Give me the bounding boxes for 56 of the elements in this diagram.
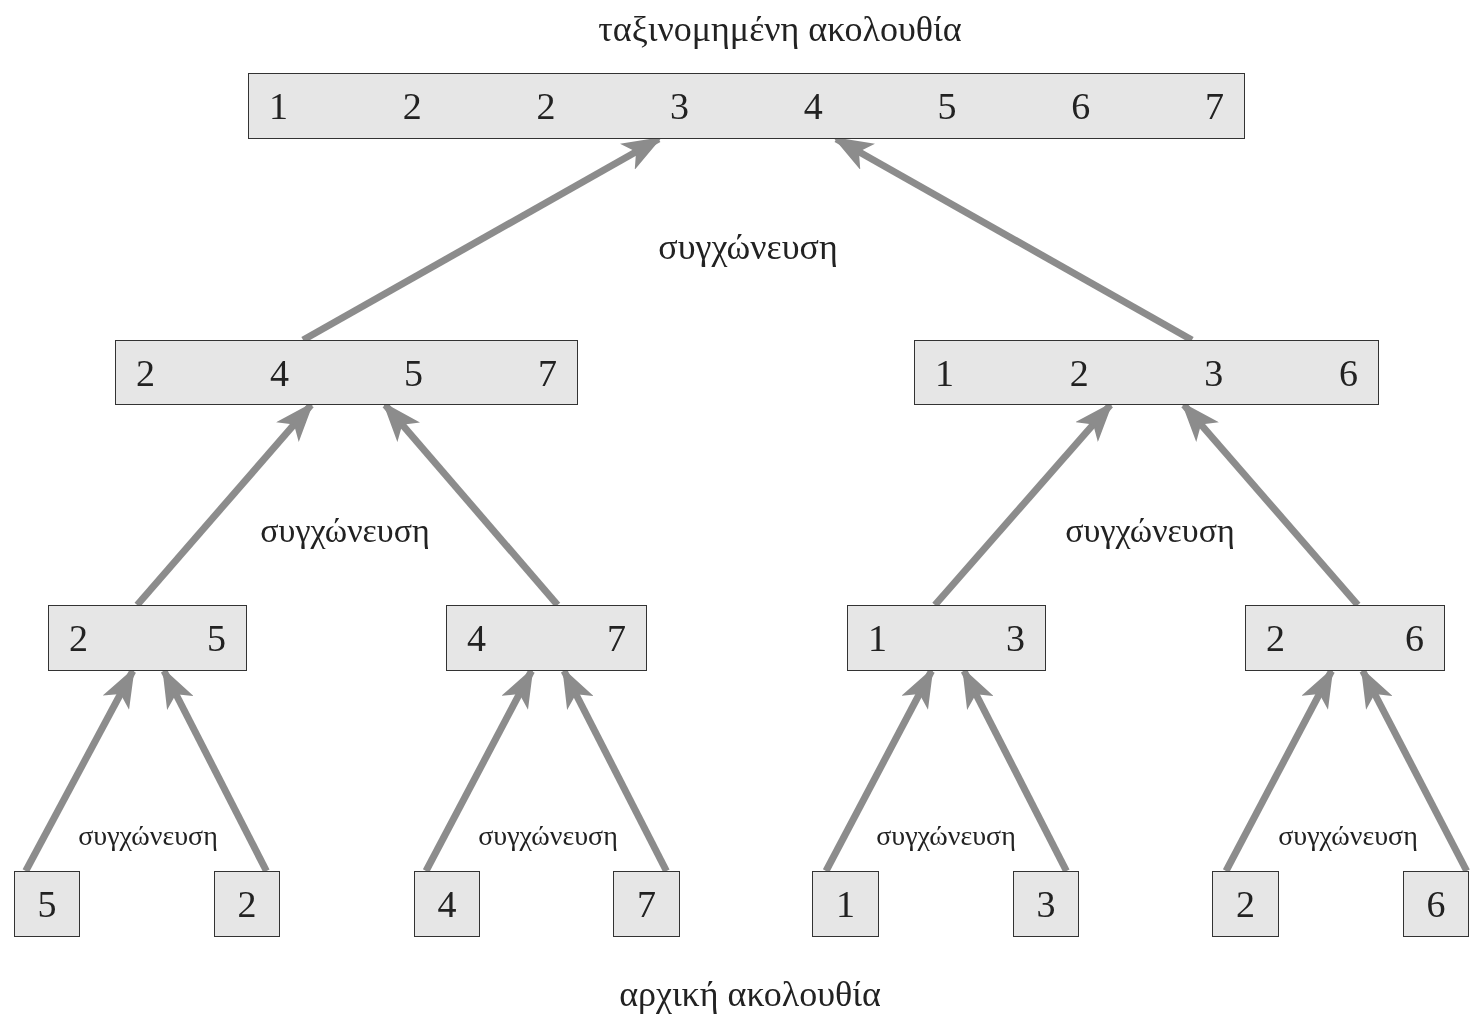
array-value: 4	[467, 619, 486, 657]
array-value: 7	[637, 885, 656, 923]
merge-label: συγχώνευση	[78, 820, 218, 852]
array-box	[414, 871, 480, 937]
diagram-caption: αρχική ακολουθία	[619, 973, 881, 1015]
array-value: 5	[404, 353, 423, 392]
merge-label: συγχώνευση	[1278, 820, 1418, 852]
array-value: 3	[1006, 619, 1025, 657]
array-value: 2	[237, 885, 257, 923]
array-value: 3	[1036, 885, 1056, 923]
merge-label: συγχώνευση	[478, 820, 618, 852]
merge-label: συγχώνευση	[1065, 512, 1235, 550]
array-value: 2	[69, 619, 88, 657]
array-value: 6	[1405, 619, 1424, 657]
array-value: 7	[1204, 87, 1224, 125]
merge-label: συγχώνευση	[658, 226, 838, 268]
array-value: 7	[538, 353, 557, 392]
array-box	[847, 605, 1046, 671]
array-value: 4	[437, 885, 457, 923]
array-box	[248, 73, 1245, 139]
array-box	[1245, 605, 1445, 671]
array-value: 2	[536, 87, 556, 125]
array-value: 6	[1071, 87, 1091, 125]
array-box	[1212, 871, 1279, 937]
array-box	[914, 340, 1379, 405]
array-value: 4	[270, 353, 289, 392]
array-box	[812, 871, 879, 937]
array-value: 3	[670, 87, 690, 125]
array-value: 5	[937, 87, 957, 125]
array-value: 2	[402, 87, 422, 125]
array-value: 2	[1266, 619, 1285, 657]
array-box	[48, 605, 247, 671]
array-value: 5	[207, 619, 226, 657]
diagram-title: ταξινομημένη ακολουθία	[598, 8, 962, 50]
array-value: 3	[1204, 353, 1224, 392]
array-value: 1	[935, 353, 954, 392]
array-value: 4	[803, 87, 823, 125]
merge-label: συγχώνευση	[260, 512, 430, 550]
array-value: 6	[1426, 885, 1446, 923]
array-value: 2	[1069, 353, 1089, 392]
array-box	[115, 340, 578, 405]
merge-label: συγχώνευση	[876, 820, 1016, 852]
array-value: 6	[1338, 353, 1358, 392]
array-box	[14, 871, 80, 937]
array-box	[1013, 871, 1079, 937]
array-value: 5	[37, 885, 57, 923]
array-box	[446, 605, 647, 671]
array-value: 2	[136, 353, 155, 392]
array-value: 7	[607, 619, 626, 657]
array-box	[613, 871, 680, 937]
array-value: 2	[1236, 885, 1255, 923]
array-box	[214, 871, 280, 937]
array-value: 1	[868, 619, 887, 657]
array-value: 1	[269, 87, 288, 125]
array-value: 1	[836, 885, 855, 923]
array-box	[1403, 871, 1469, 937]
